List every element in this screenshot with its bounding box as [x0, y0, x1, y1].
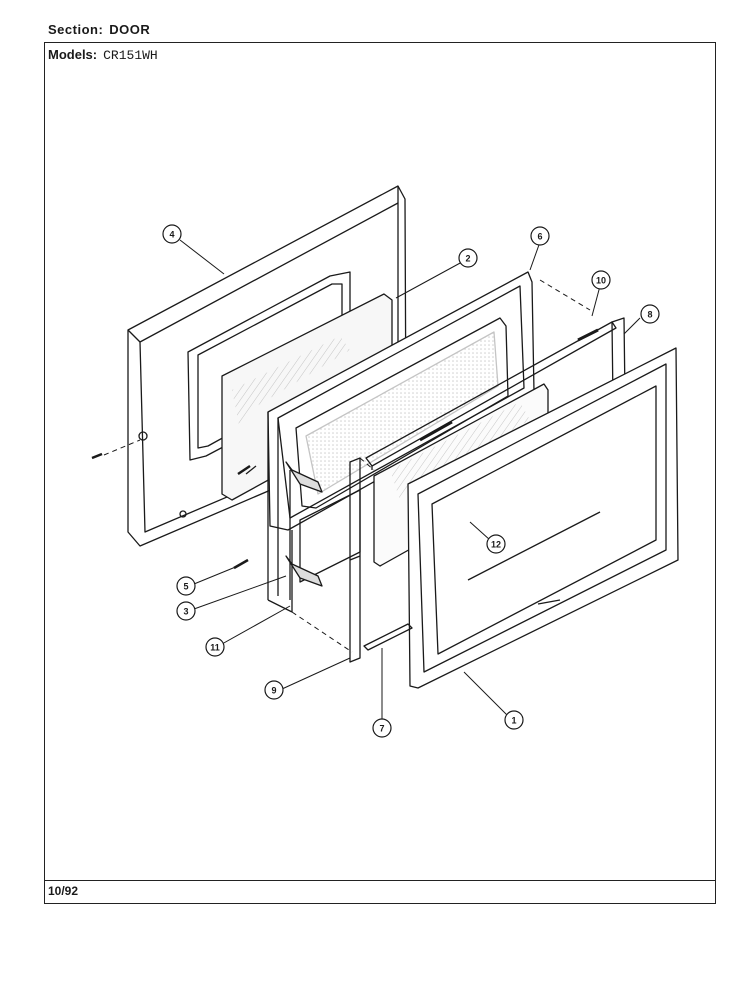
alignment-lines	[103, 279, 591, 653]
svg-text:1: 1	[511, 716, 516, 726]
section-heading: Section: DOOR	[48, 22, 150, 37]
top-channel	[365, 321, 617, 470]
svg-text:10: 10	[596, 276, 606, 286]
callout-9: 9	[264, 680, 284, 700]
diagram-frame	[44, 42, 716, 904]
callout-6: 6	[530, 226, 550, 246]
svg-text:2: 2	[465, 254, 470, 264]
svg-text:8: 8	[647, 310, 652, 320]
callout-10: 10	[591, 270, 611, 290]
svg-text:11: 11	[210, 643, 220, 653]
callout-5: 5	[176, 576, 196, 596]
callout-2: 2	[458, 248, 478, 268]
inner-door-liner	[267, 271, 535, 613]
svg-text:12: 12	[491, 540, 501, 550]
side-strip	[349, 457, 361, 663]
callout-7: 7	[372, 718, 392, 738]
revision-date: 10/92	[48, 884, 79, 898]
callout-leaders	[179, 239, 641, 722]
svg-text:6: 6	[537, 232, 542, 242]
models-value: CR151WH	[103, 48, 158, 63]
hinge-brackets	[285, 461, 323, 600]
footer-divider	[44, 880, 716, 881]
bottom-strip	[363, 623, 413, 651]
callout-12: 12	[486, 534, 506, 554]
svg-text:9: 9	[271, 686, 276, 696]
section-value: DOOR	[109, 22, 151, 37]
svg-text:7: 7	[379, 724, 384, 734]
callout-1: 1	[504, 710, 524, 730]
svg-text:5: 5	[183, 582, 188, 592]
callout-3: 3	[176, 601, 196, 621]
svg-text:3: 3	[183, 607, 188, 617]
front-door-frame	[407, 347, 679, 689]
svg-text:4: 4	[169, 230, 174, 240]
section-label: Section:	[48, 22, 104, 37]
models-label: Models:	[48, 47, 98, 62]
callout-11: 11	[205, 637, 225, 657]
callout-8: 8	[640, 304, 660, 324]
callout-4: 4	[162, 224, 182, 244]
models-heading: Models: CR151WH	[48, 47, 158, 63]
